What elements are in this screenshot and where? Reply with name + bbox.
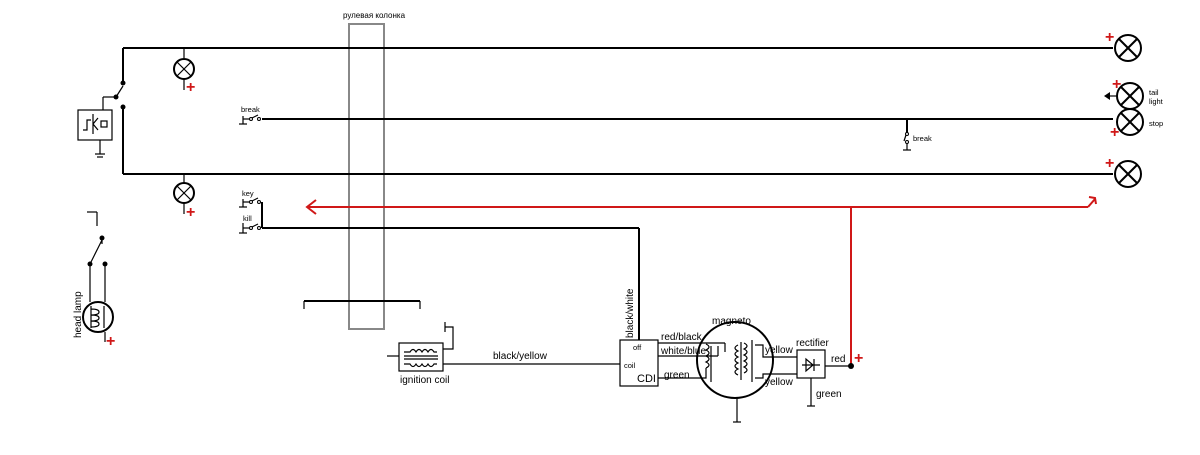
plus-sign: + xyxy=(1105,29,1114,46)
label-green-magneto: green xyxy=(664,370,690,381)
lamp-icon-stop: + stop xyxy=(1110,108,1163,141)
label-light: light xyxy=(1149,97,1164,106)
label-red: red xyxy=(831,354,845,365)
label-yellow-bottom: yellow xyxy=(765,377,794,388)
label-stop: stop xyxy=(1149,119,1163,128)
label-black-yellow: black/yellow xyxy=(493,351,548,362)
rectifier: yellow yellow rectifier red + green xyxy=(755,338,863,407)
lamp-icon-rear-left: + xyxy=(173,174,195,221)
steering-column: рулевая колонка xyxy=(343,11,406,330)
head-lamp-switch xyxy=(87,211,108,302)
switch-icon-brake-right: break xyxy=(903,132,932,151)
coil-icon-ignition: ignition coil xyxy=(387,322,620,386)
label-black-white: black/white xyxy=(625,288,636,338)
plus-sign: + xyxy=(106,333,115,350)
feed-wire xyxy=(305,196,1097,366)
label-ignition-coil: ignition coil xyxy=(400,375,449,386)
magneto: magneto red/black white/blue green xyxy=(658,316,774,423)
lamp-icon-rear-right: + xyxy=(1105,155,1142,188)
switch-icon-kill: kill xyxy=(239,214,261,234)
plus-sign: + xyxy=(1110,124,1119,141)
label-tail: tail xyxy=(1149,88,1159,97)
label-red-black: red/black xyxy=(661,332,703,343)
label-kill: kill xyxy=(243,214,252,223)
plus-sign: + xyxy=(1105,155,1114,172)
label-rectifier: rectifier xyxy=(796,338,829,349)
lamp-icon-front-left: + xyxy=(173,48,195,96)
label-green-rectifier: green xyxy=(816,389,842,400)
plus-sign: + xyxy=(186,204,195,221)
lamp-icon-head: + head lamp xyxy=(73,291,115,350)
label-cdi-off: off xyxy=(633,343,642,352)
switch-icon-brake-left: break xyxy=(239,105,261,125)
label-yellow-top: yellow xyxy=(765,345,794,356)
label-key: key xyxy=(242,189,254,198)
diode-icon xyxy=(805,357,814,373)
label-magneto: magneto xyxy=(712,316,751,327)
lamp-icon-front-right: + xyxy=(1105,29,1142,62)
label-head-lamp: head lamp xyxy=(73,291,84,338)
plus-sign: + xyxy=(1112,76,1121,93)
main-wires xyxy=(122,47,1113,340)
steering-column-label: рулевая колонка xyxy=(343,11,406,20)
switch-icon-key: key xyxy=(239,189,261,208)
label-break-right: break xyxy=(913,134,932,143)
label-break-left: break xyxy=(241,105,260,114)
plus-sign: + xyxy=(854,350,863,367)
lamp-icon-tail-light: + tail light xyxy=(1104,76,1164,110)
label-cdi-coil: coil xyxy=(624,361,636,370)
cdi-unit: off coil CDI black/white xyxy=(619,288,659,387)
label-cdi: CDI xyxy=(637,373,656,385)
label-white-blue: white/blue xyxy=(660,346,706,357)
plus-sign: + xyxy=(186,79,195,96)
flasher-relay xyxy=(77,80,126,158)
